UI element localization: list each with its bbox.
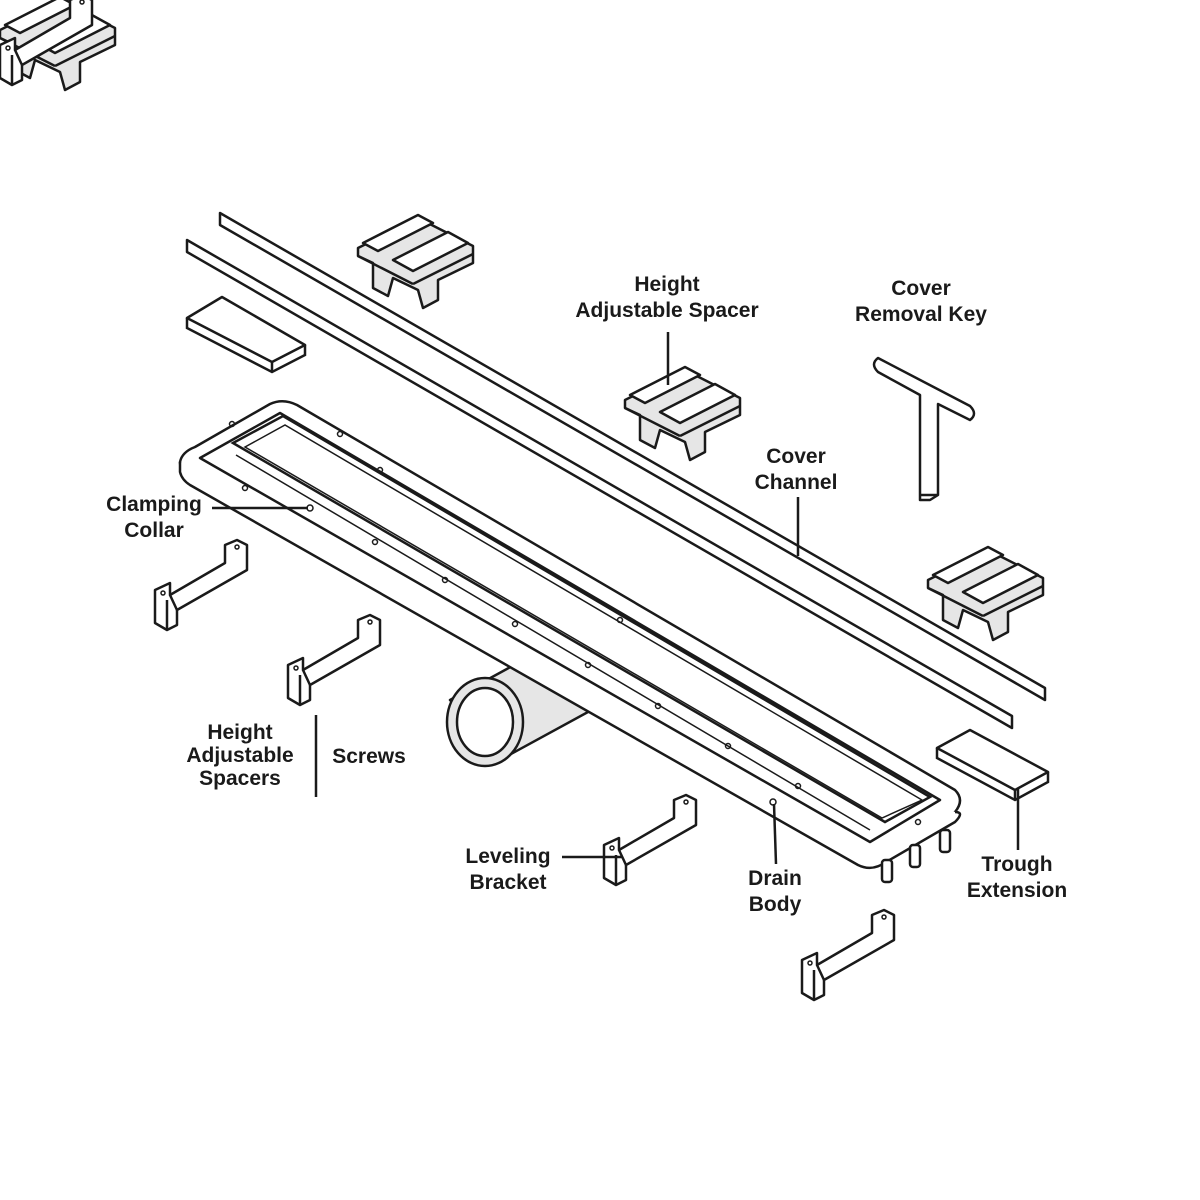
drain-body [178,400,962,884]
cover-strip-bottom [185,238,1014,730]
cover-strip-top [218,211,1047,702]
trough-extension-right [935,728,1050,802]
cover-removal-key [872,356,976,502]
label-screws: Screws [332,745,406,768]
drain-feet [880,828,952,884]
leveling-bracket [0,0,94,87]
trough-extension-left [185,295,307,374]
leader-lines [212,332,1020,865]
